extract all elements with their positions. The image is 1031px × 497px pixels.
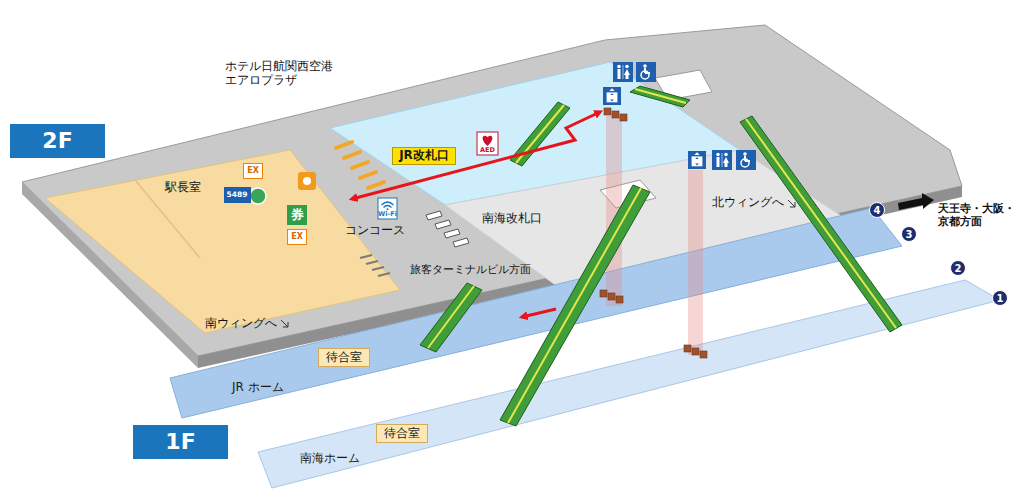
track-number: 1 <box>992 290 1008 306</box>
gate-name: 南海改札口 <box>482 212 542 226</box>
room-name: 待合室 <box>326 351 362 364</box>
icon-text: EX <box>291 233 303 242</box>
accessible-toilet-icon <box>636 62 656 82</box>
platform-name: 南海ホーム <box>300 452 360 465</box>
aed-icon-frame <box>477 132 498 155</box>
icon-text: 5489 <box>227 191 248 199</box>
floor-badge: 1F <box>133 425 228 459</box>
callout-number: 4 <box>874 205 881 216</box>
direction-label: 北ウィングへ <box>712 196 784 210</box>
aed-icon: AED <box>477 132 498 155</box>
waiting-room: 待合室 <box>318 348 370 367</box>
track-number: 2 <box>950 260 966 276</box>
wifi-waves <box>382 202 394 208</box>
stairs <box>360 255 390 276</box>
ex-icon: EX <box>287 229 307 245</box>
gate-sign: JR改札口 <box>392 147 456 165</box>
elevator-icon <box>603 87 621 105</box>
direction-label: 旅客ターミナルビル方面 <box>410 264 531 277</box>
route-arrow <box>522 309 556 317</box>
room-divider <box>135 180 200 258</box>
office-area <box>45 150 400 333</box>
wifi-icon-frame <box>378 198 397 219</box>
callout-number: 3 <box>906 229 913 240</box>
area-name: コンコース <box>345 224 405 238</box>
escalator <box>420 86 902 426</box>
toilet-icon <box>712 150 732 170</box>
elevator-icon <box>688 151 706 169</box>
gate-name: JR改札口 <box>399 149 449 162</box>
floor-label: 1F <box>165 430 195 454</box>
service-icon <box>303 177 311 185</box>
ticket-office-icon: 券 <box>287 205 307 225</box>
small-arrow <box>281 200 795 327</box>
icon-text: AED <box>480 147 495 154</box>
wifi-dot <box>387 208 389 210</box>
ex-icon: EX <box>243 163 263 179</box>
ticket-gate <box>426 211 469 247</box>
callout-number: 2 <box>955 263 962 274</box>
ticket-gate <box>336 142 384 188</box>
service-icon <box>250 188 266 204</box>
waiting-room: 待合室 <box>376 424 428 443</box>
direction-label: 天王寺・大阪・ 京都方面 <box>938 203 1018 228</box>
room-name: 駅長室 <box>165 181 201 195</box>
accessible-toilet-icon <box>736 150 756 170</box>
building-name: ホテル日航関西空港 エアロプラザ <box>225 60 340 88</box>
track-number: 3 <box>901 226 917 242</box>
aed-heart <box>483 136 493 146</box>
platform-name: JR ホーム <box>232 381 284 394</box>
direction-label: 南ウィングへ <box>205 317 277 331</box>
room-name: 待合室 <box>384 427 420 440</box>
toilet-icon <box>613 62 633 82</box>
callout-number: 1 <box>997 293 1004 304</box>
icon-text: Wi-Fi <box>378 211 397 218</box>
route-arrow <box>352 112 600 199</box>
icon-text: EX <box>247 167 259 176</box>
ticket-icon: 5489 <box>224 187 251 203</box>
direction-arrow <box>898 193 934 210</box>
floor-label: 2F <box>42 129 72 153</box>
track-number: 4 <box>869 202 885 218</box>
icon-text: 券 <box>291 208 304 222</box>
floor-badge: 2F <box>10 124 105 158</box>
service-icon <box>298 172 316 190</box>
escalator-steps <box>428 89 896 423</box>
wifi-icon: Wi-Fi <box>376 198 399 219</box>
